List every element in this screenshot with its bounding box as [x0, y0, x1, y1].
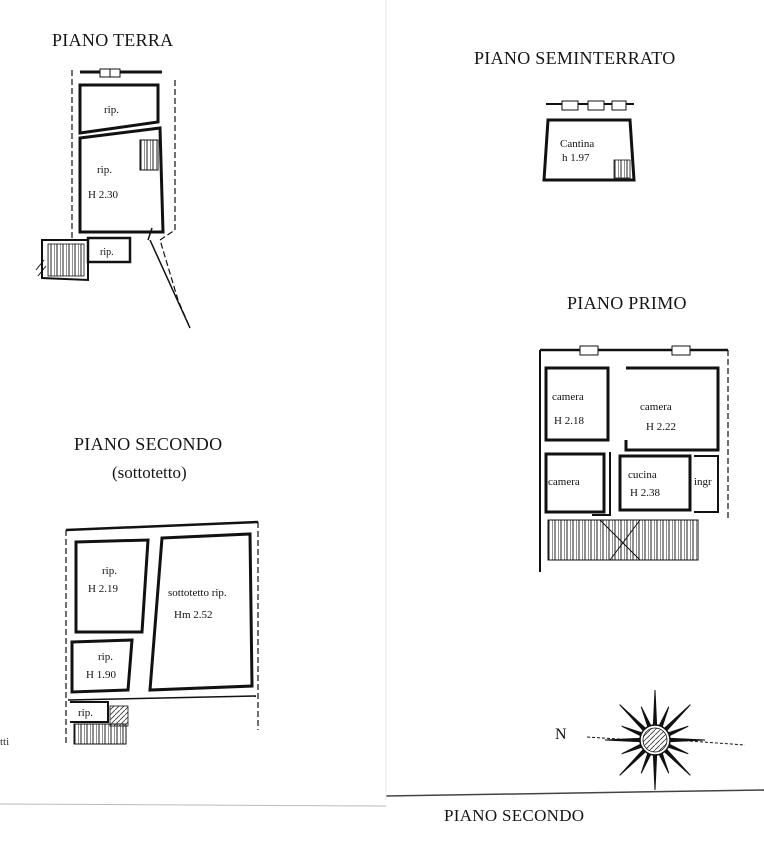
primo-camera1-label: camera — [552, 391, 584, 403]
sec-rip3-label: rip. — [78, 707, 93, 719]
title-piano-seminterrato: PIANO SEMINTERRATO — [474, 48, 676, 68]
plan-piano-terra: rip. rip. H 2.30 rip. — [35, 68, 191, 329]
left-edge-text: tti — [0, 736, 10, 748]
compass-ray — [658, 706, 670, 729]
sec-h1-label: H 2.19 — [88, 583, 118, 595]
primo-camera3-label: camera — [548, 476, 580, 488]
sec-hm-label: Hm 2.52 — [174, 609, 213, 621]
sec-h2-label: H 1.90 — [86, 669, 116, 681]
primo-h1-label: H 2.18 — [554, 415, 584, 427]
primo-camera2-label: camera — [640, 401, 672, 413]
primo-h2-label: H 2.22 — [646, 421, 676, 433]
compass-ray — [652, 753, 658, 791]
plan-piano-seminterrato: Cantina h 1.97 — [542, 100, 636, 182]
title-piano-primo: PIANO PRIMO — [567, 293, 687, 313]
primo-h-cucina-label: H 2.38 — [630, 487, 660, 499]
sem-h-label: h 1.97 — [562, 152, 590, 164]
sec-rip2-label: rip. — [98, 651, 113, 663]
plan-piano-primo: camera H 2.18 camera H 2.22 camera cucin… — [539, 345, 729, 572]
compass-north-label: N — [555, 726, 567, 743]
terra-rip-main-label: rip. — [97, 164, 112, 176]
sec-rip1-label: rip. — [102, 565, 117, 577]
plan-piano-secondo: rip. H 2.19 sottotetto rip. Hm 2.52 rip.… — [65, 520, 259, 745]
title-piano-secondo: PIANO SECONDO — [74, 434, 223, 454]
compass-ray — [666, 743, 689, 755]
compass-ray — [640, 706, 652, 729]
primo-ingr-label: ingr — [694, 476, 712, 488]
terra-rip-small-label: rip. — [100, 247, 114, 258]
compass-rose-icon: N — [555, 689, 746, 791]
sec-sottotetto-label: sottotetto rip. — [168, 587, 227, 599]
title-piano-secondo-bottom: PIANO SECONDO — [444, 806, 585, 825]
compass-ray — [666, 725, 689, 737]
compass-ray — [621, 725, 644, 737]
terra-rip-top-label: rip. — [104, 104, 119, 116]
compass-ray — [652, 689, 658, 727]
compass-ray — [640, 751, 652, 774]
primo-cucina-label: cucina — [628, 469, 657, 481]
sem-cantina-label: Cantina — [560, 138, 594, 150]
compass-ray — [658, 751, 670, 774]
terra-h-main-label: H 2.30 — [88, 189, 118, 201]
title-piano-terra: PIANO TERRA — [52, 30, 174, 50]
subtitle-sottotetto: (sottotetto) — [112, 463, 187, 482]
compass-ray — [621, 743, 644, 755]
